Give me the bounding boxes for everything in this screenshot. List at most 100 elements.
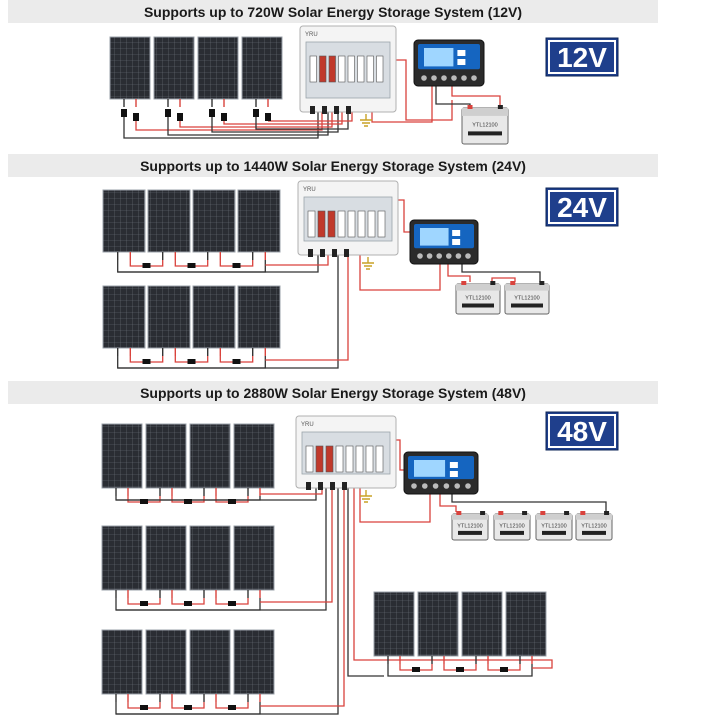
wire [451,86,501,106]
terminal-screw [417,253,423,259]
battery-terminal-neg [490,281,496,285]
mc4-connector [228,705,236,710]
battery-terminal-pos [456,511,462,515]
breaker [315,445,324,473]
solar-panel [237,285,281,356]
mc4-connector [140,499,148,504]
wire [265,255,329,266]
usb-port [452,239,461,245]
lcd-screen [424,48,454,67]
solar-panel [153,36,195,107]
terminal-screw [455,253,462,259]
breaker [305,445,314,473]
wire [451,494,607,512]
battery-terminal-neg [564,511,570,515]
breaker [317,210,326,238]
mc4-connector [232,263,241,268]
mc4-connector [184,499,192,504]
breaker [307,210,316,238]
charge-controller [409,219,479,265]
charge-controller [403,451,479,495]
terminal-screw [436,253,443,259]
mc4-connector [456,667,464,672]
solar-panel [147,189,191,260]
battery: YTL12100 [493,511,531,541]
terminal-screw [471,75,477,81]
solar-panel [192,189,236,260]
usb-port [457,59,466,65]
battery: YTL12100 [455,281,501,315]
usb-port [452,230,461,236]
wire [461,264,541,282]
breaker [319,55,327,83]
battery-label: YTL12100 [457,524,482,530]
battery-terminal-neg [480,511,486,515]
mc4-connector [228,499,236,504]
cable-gland [320,249,325,257]
wire [347,488,384,677]
breaker [347,210,356,238]
voltage-badge: 48V [545,411,619,451]
battery-terminal-neg [604,511,610,515]
battery-terminal-pos [540,511,546,515]
solar-panel [373,591,415,664]
solar-panel [461,591,503,664]
solar-panel [109,36,151,107]
breaker [365,445,374,473]
cable-gland [332,249,337,257]
breaker [309,55,317,83]
combiner-brand-label: YRU [303,187,316,193]
solar-panel [101,629,143,702]
breaker [325,445,334,473]
combiner-brand-label: YRU [305,32,318,38]
wire [116,488,317,501]
wire [116,488,327,611]
section-title-24v: Supports up to 1440W Solar Energy Storag… [8,154,658,177]
wire [353,488,553,669]
breaker [376,55,384,83]
solar-panel [241,36,283,107]
wire [117,255,339,369]
battery-terminal-pos [580,511,586,515]
solar-panel [101,525,143,598]
ground-icon [362,257,374,270]
battery-label: YTL12100 [465,296,490,302]
mc4-connector [165,109,171,117]
wire [398,199,410,233]
ground-icon [360,114,372,127]
breaker [345,445,354,473]
combiner-brand-label: YRU [301,422,314,428]
wire [260,488,333,603]
mc4-connector [184,601,192,606]
battery-label: YTL12100 [514,296,539,302]
solar-panel [189,525,231,598]
battery-label: YTL12100 [499,524,524,530]
terminal-screw [421,75,427,81]
section-title-12v: Supports up to 720W Solar Energy Storage… [8,0,658,23]
breaker [355,445,364,473]
voltage-badge: 12V [545,37,619,77]
breaker [337,210,346,238]
wire [265,255,349,361]
terminal-screw [411,483,417,489]
voltage-label: 12V [557,42,607,73]
mc4-connector [184,705,192,710]
mc4-connector [500,667,508,672]
wire [260,488,345,707]
battery-terminal-neg [522,511,528,515]
combiner-box: YRU [299,25,397,127]
wire [371,86,433,123]
wire [387,664,533,677]
mc4-connector [265,113,271,121]
breaker [357,210,366,238]
mc4-connector [253,109,259,117]
battery-label: YTL12100 [581,524,606,530]
cable-gland [346,106,351,114]
solar-panel [102,189,146,260]
cable-gland [306,482,311,490]
mc4-connector [228,601,236,606]
ground-icon [360,490,372,503]
lcd-screen [420,228,449,246]
terminal-screw [422,483,428,489]
